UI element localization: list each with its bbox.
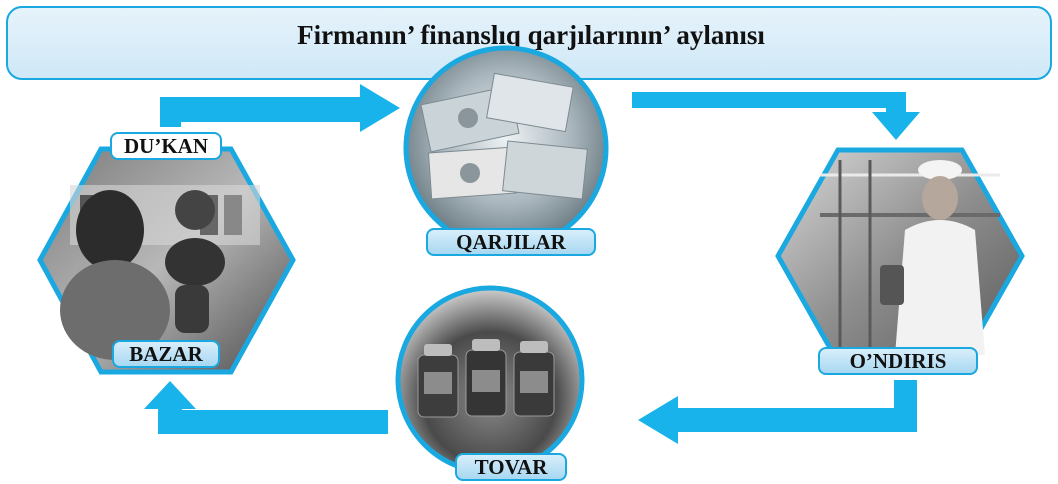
label-goods: TOVAR	[455, 453, 567, 481]
goods-photo-circle	[395, 285, 585, 475]
production-photo-hexagon	[775, 147, 1025, 365]
arrow-goods-to-shop	[144, 381, 388, 434]
label-production: O’NDIRIS	[818, 347, 978, 375]
shop-photo-hexagon	[37, 146, 296, 375]
arrow-money-to-production	[632, 92, 920, 140]
diagram-title: Firmanın’ finanslıq qarjılarının’ aylanı…	[297, 20, 765, 50]
arrow-production-to-goods	[638, 380, 917, 444]
label-money: QARJILAR	[426, 228, 596, 256]
label-shop-bottom: BAZAR	[112, 340, 220, 368]
label-shop-top: DU’KAN	[110, 132, 222, 160]
arrow-shop-to-money	[160, 84, 400, 132]
money-photo-circle	[403, 45, 609, 251]
